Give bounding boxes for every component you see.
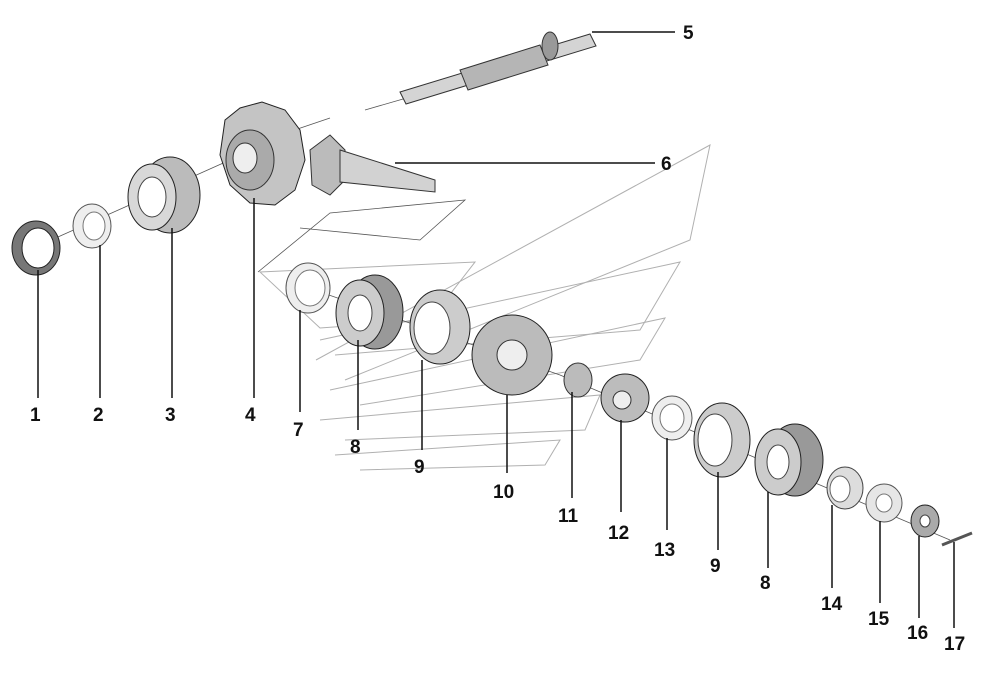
callout-label-5: 5 xyxy=(683,23,694,44)
part-1-seal xyxy=(11,220,61,276)
part-14-sleeve xyxy=(826,466,864,510)
part-3-bearing xyxy=(127,156,201,234)
callout-label-9a: 9 xyxy=(414,457,425,478)
callout-label-14: 14 xyxy=(821,594,843,615)
part-6-pinion-shaft xyxy=(309,134,436,196)
callout-label-8a: 8 xyxy=(350,437,361,458)
callout-label-2: 2 xyxy=(93,405,104,426)
part-16-castle-nut xyxy=(910,504,940,538)
leader-lines xyxy=(37,31,955,628)
part-17-cotter-pin xyxy=(941,531,973,547)
callout-labels: 1 2 3 4 5 6 7 8 9 10 11 12 13 9 8 14 15 … xyxy=(30,23,965,655)
part-8-bearing-left xyxy=(335,274,404,350)
callout-label-7: 7 xyxy=(293,420,304,441)
part-13-washer xyxy=(651,395,693,441)
callout-label-6: 6 xyxy=(661,154,672,175)
callout-label-12: 12 xyxy=(608,523,629,544)
callout-label-17: 17 xyxy=(944,634,965,655)
callout-label-16: 16 xyxy=(907,623,928,644)
callout-label-9b: 9 xyxy=(710,556,721,577)
part-11-bushing xyxy=(563,362,593,398)
callout-label-8b: 8 xyxy=(760,573,771,594)
part-7-shim xyxy=(285,262,331,314)
callout-label-13: 13 xyxy=(654,540,675,561)
part-9-race-left xyxy=(409,289,471,365)
part-10-spur-gear xyxy=(471,314,553,396)
callout-label-3: 3 xyxy=(165,405,176,426)
part-4-bevel-gear xyxy=(219,101,306,206)
part-15-washer xyxy=(865,483,903,523)
callout-label-10: 10 xyxy=(493,482,514,503)
callout-label-11: 11 xyxy=(558,506,579,527)
callout-label-15: 15 xyxy=(868,609,890,630)
part-8-bearing-right xyxy=(754,423,824,497)
part-12-small-gear xyxy=(600,373,650,423)
callout-label-1: 1 xyxy=(30,405,41,426)
part-9-race-right xyxy=(693,402,751,478)
part-2-washer xyxy=(72,203,112,249)
callout-label-4: 4 xyxy=(245,405,256,426)
part-5-shaft xyxy=(399,31,597,105)
